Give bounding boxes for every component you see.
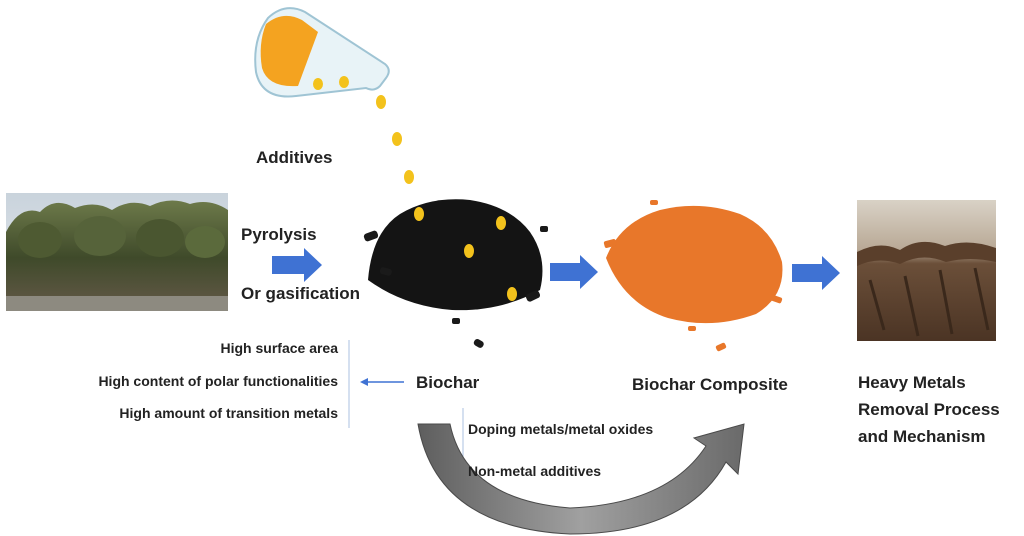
- blue-arrow-pyrolysis: [272, 248, 322, 282]
- heavy-metals-line-1: Heavy Metals: [858, 373, 966, 392]
- properties-arrow: [348, 340, 404, 428]
- biochar-pile: [363, 199, 548, 348]
- biochar-composite-label: Biochar Composite: [632, 375, 788, 394]
- non-metal-label: Non-metal additives: [468, 463, 602, 479]
- pyrolysis-label: Pyrolysis: [241, 225, 317, 244]
- property-transition-metals: High amount of transition metals: [119, 405, 338, 421]
- heavy-metals-line-2: Removal Process: [858, 400, 1000, 419]
- heavy-metals-line-3: and Mechanism: [858, 427, 986, 446]
- additive-drops: [313, 76, 414, 184]
- property-polar-functionalities: High content of polar functionalities: [98, 373, 338, 389]
- blue-arrow-composite: [550, 255, 598, 289]
- additives-label: Additives: [256, 148, 333, 167]
- flask-icon: [254, 7, 390, 98]
- composite-pile: [603, 200, 783, 352]
- biochar-label: Biochar: [416, 373, 480, 392]
- property-surface-area: High surface area: [220, 340, 339, 356]
- gasification-label: Or gasification: [241, 284, 361, 303]
- curved-arrow: [417, 423, 745, 535]
- soil-photo: [857, 200, 996, 341]
- doping-label: Doping metals/metal oxides: [468, 421, 654, 437]
- blue-arrow-removal: [792, 256, 840, 290]
- trees-photo: [6, 193, 228, 311]
